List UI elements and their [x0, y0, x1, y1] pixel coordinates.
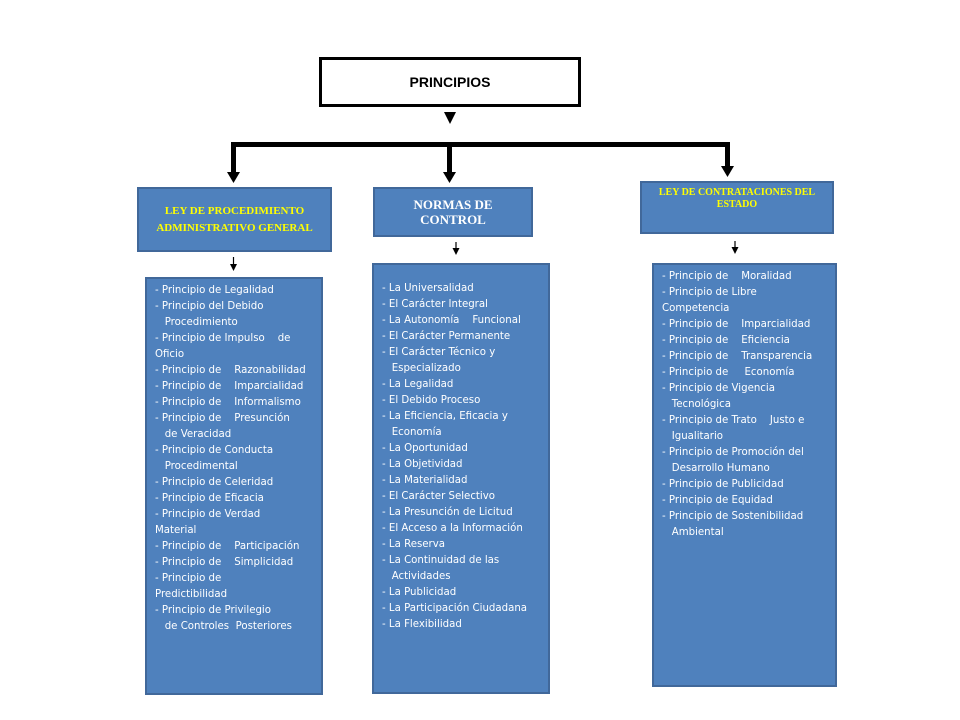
stem-left: [231, 142, 236, 172]
principle-item: - La Participación Ciudadana: [382, 603, 528, 614]
arrow-left-head: [227, 172, 240, 183]
principle-item: - El Debido Proceso: [382, 395, 481, 406]
principle-item: - Principio de Imparcialidad: [662, 319, 811, 330]
principle-item: - La Presunción de Licitud: [382, 507, 513, 518]
principle-item: - El Acceso a la Información: [382, 523, 523, 534]
principle-item: - Principio de Conducta Procedimental: [155, 445, 274, 472]
principle-item: - La Autonomía Funcional: [382, 315, 521, 326]
principle-item: - La Eficiencia, Eficacia y Economía: [382, 411, 508, 438]
principle-item: - El Carácter Integral: [382, 299, 488, 310]
principle-item: - Principio de Vigencia Tecnológica: [662, 383, 775, 410]
header-ley-procedimiento: LEY DE PROCEDIMIENTO ADMINISTRATIVO GENE…: [137, 187, 332, 252]
list-ley-contrataciones: - Principio de Moralidad - Principio de L…: [652, 263, 837, 687]
principle-item: - Principio de Eficiencia: [662, 335, 790, 346]
principle-item: - Principio de Sostenibilidad Ambiental: [662, 511, 804, 538]
principle-item: - La Continuidad de las Actividades: [382, 555, 500, 582]
principle-item: - La Flexibilidad: [382, 619, 462, 630]
principle-item: - Principio de Equidad: [662, 495, 773, 506]
principle-item: - El Carácter Técnico y Especializado: [382, 347, 496, 374]
principle-item: - La Objetividad: [382, 459, 463, 470]
principle-item: - Principio del Debido Procedimiento: [155, 301, 264, 328]
principle-item: - Principio de Razonabilidad: [155, 365, 306, 376]
header-normas-control: NORMAS DE CONTROL: [373, 187, 533, 237]
principle-item: - El Carácter Selectivo: [382, 491, 496, 502]
principle-item: - Principio de Informalismo: [155, 397, 301, 408]
principios-title-box: PRINCIPIOS: [319, 57, 581, 107]
principle-item: - Principio de Economía: [662, 367, 795, 378]
principle-item: - El Carácter Permanente: [382, 331, 511, 342]
principle-item: - Principio de Legalidad: [155, 285, 274, 296]
small-arrow-left: [230, 264, 237, 271]
principle-item: - Principio de Impulso de Oficio: [155, 333, 291, 360]
arrow-right-head: [721, 166, 734, 177]
small-arrow-right: [731, 247, 739, 254]
principle-item: - Principio de Presunción de Veracidad: [155, 413, 290, 440]
principle-item: - Principio de Participación: [155, 541, 300, 552]
title-down-arrow: [444, 112, 456, 124]
list-normas-control: - La Universalidad - El Carácter Integral…: [372, 263, 550, 694]
principle-item: - Principio de Celeridad: [155, 477, 274, 488]
principle-item: - Principio de Transparencia: [662, 351, 813, 362]
principle-item: - Principio de Eficacia: [155, 493, 264, 504]
principle-item: - Principio de Verdad Material: [155, 509, 261, 536]
stem-mid: [447, 142, 452, 172]
principle-item: - La Universalidad: [382, 283, 474, 294]
principle-item: - Principio de Moralidad: [662, 271, 792, 282]
principle-item: - La Reserva: [382, 539, 445, 550]
principle-item: - La Publicidad: [382, 587, 457, 598]
arrow-mid-head: [443, 172, 456, 183]
principle-item: - Principio de Publicidad: [662, 479, 784, 490]
principle-item: - La Materialidad: [382, 475, 468, 486]
principle-item: - Principio de Libre Competencia: [662, 287, 757, 314]
principle-item: - Principio de Trato Justo e Igualitario: [662, 415, 805, 442]
principle-item: - Principio de Simplicidad: [155, 557, 294, 568]
principle-item: - Principio de Predictibilidad: [155, 573, 228, 600]
small-arrow-mid: [452, 248, 460, 255]
principle-item: - Principio de Promoción del Desarrollo …: [662, 447, 804, 474]
principle-item: - La Oportunidad: [382, 443, 468, 454]
stem-right: [725, 142, 730, 166]
branch-bar: [231, 142, 730, 147]
principle-item: - La Legalidad: [382, 379, 454, 390]
header-ley-contrataciones: LEY DE CONTRATACIONES DEL ESTADO: [640, 181, 834, 234]
principle-item: - Principio de Imparcialidad: [155, 381, 304, 392]
principle-item: - Principio de Privilegio de Controles P…: [155, 605, 292, 632]
list-ley-procedimiento: - Principio de Legalidad - Principio del …: [145, 277, 323, 695]
